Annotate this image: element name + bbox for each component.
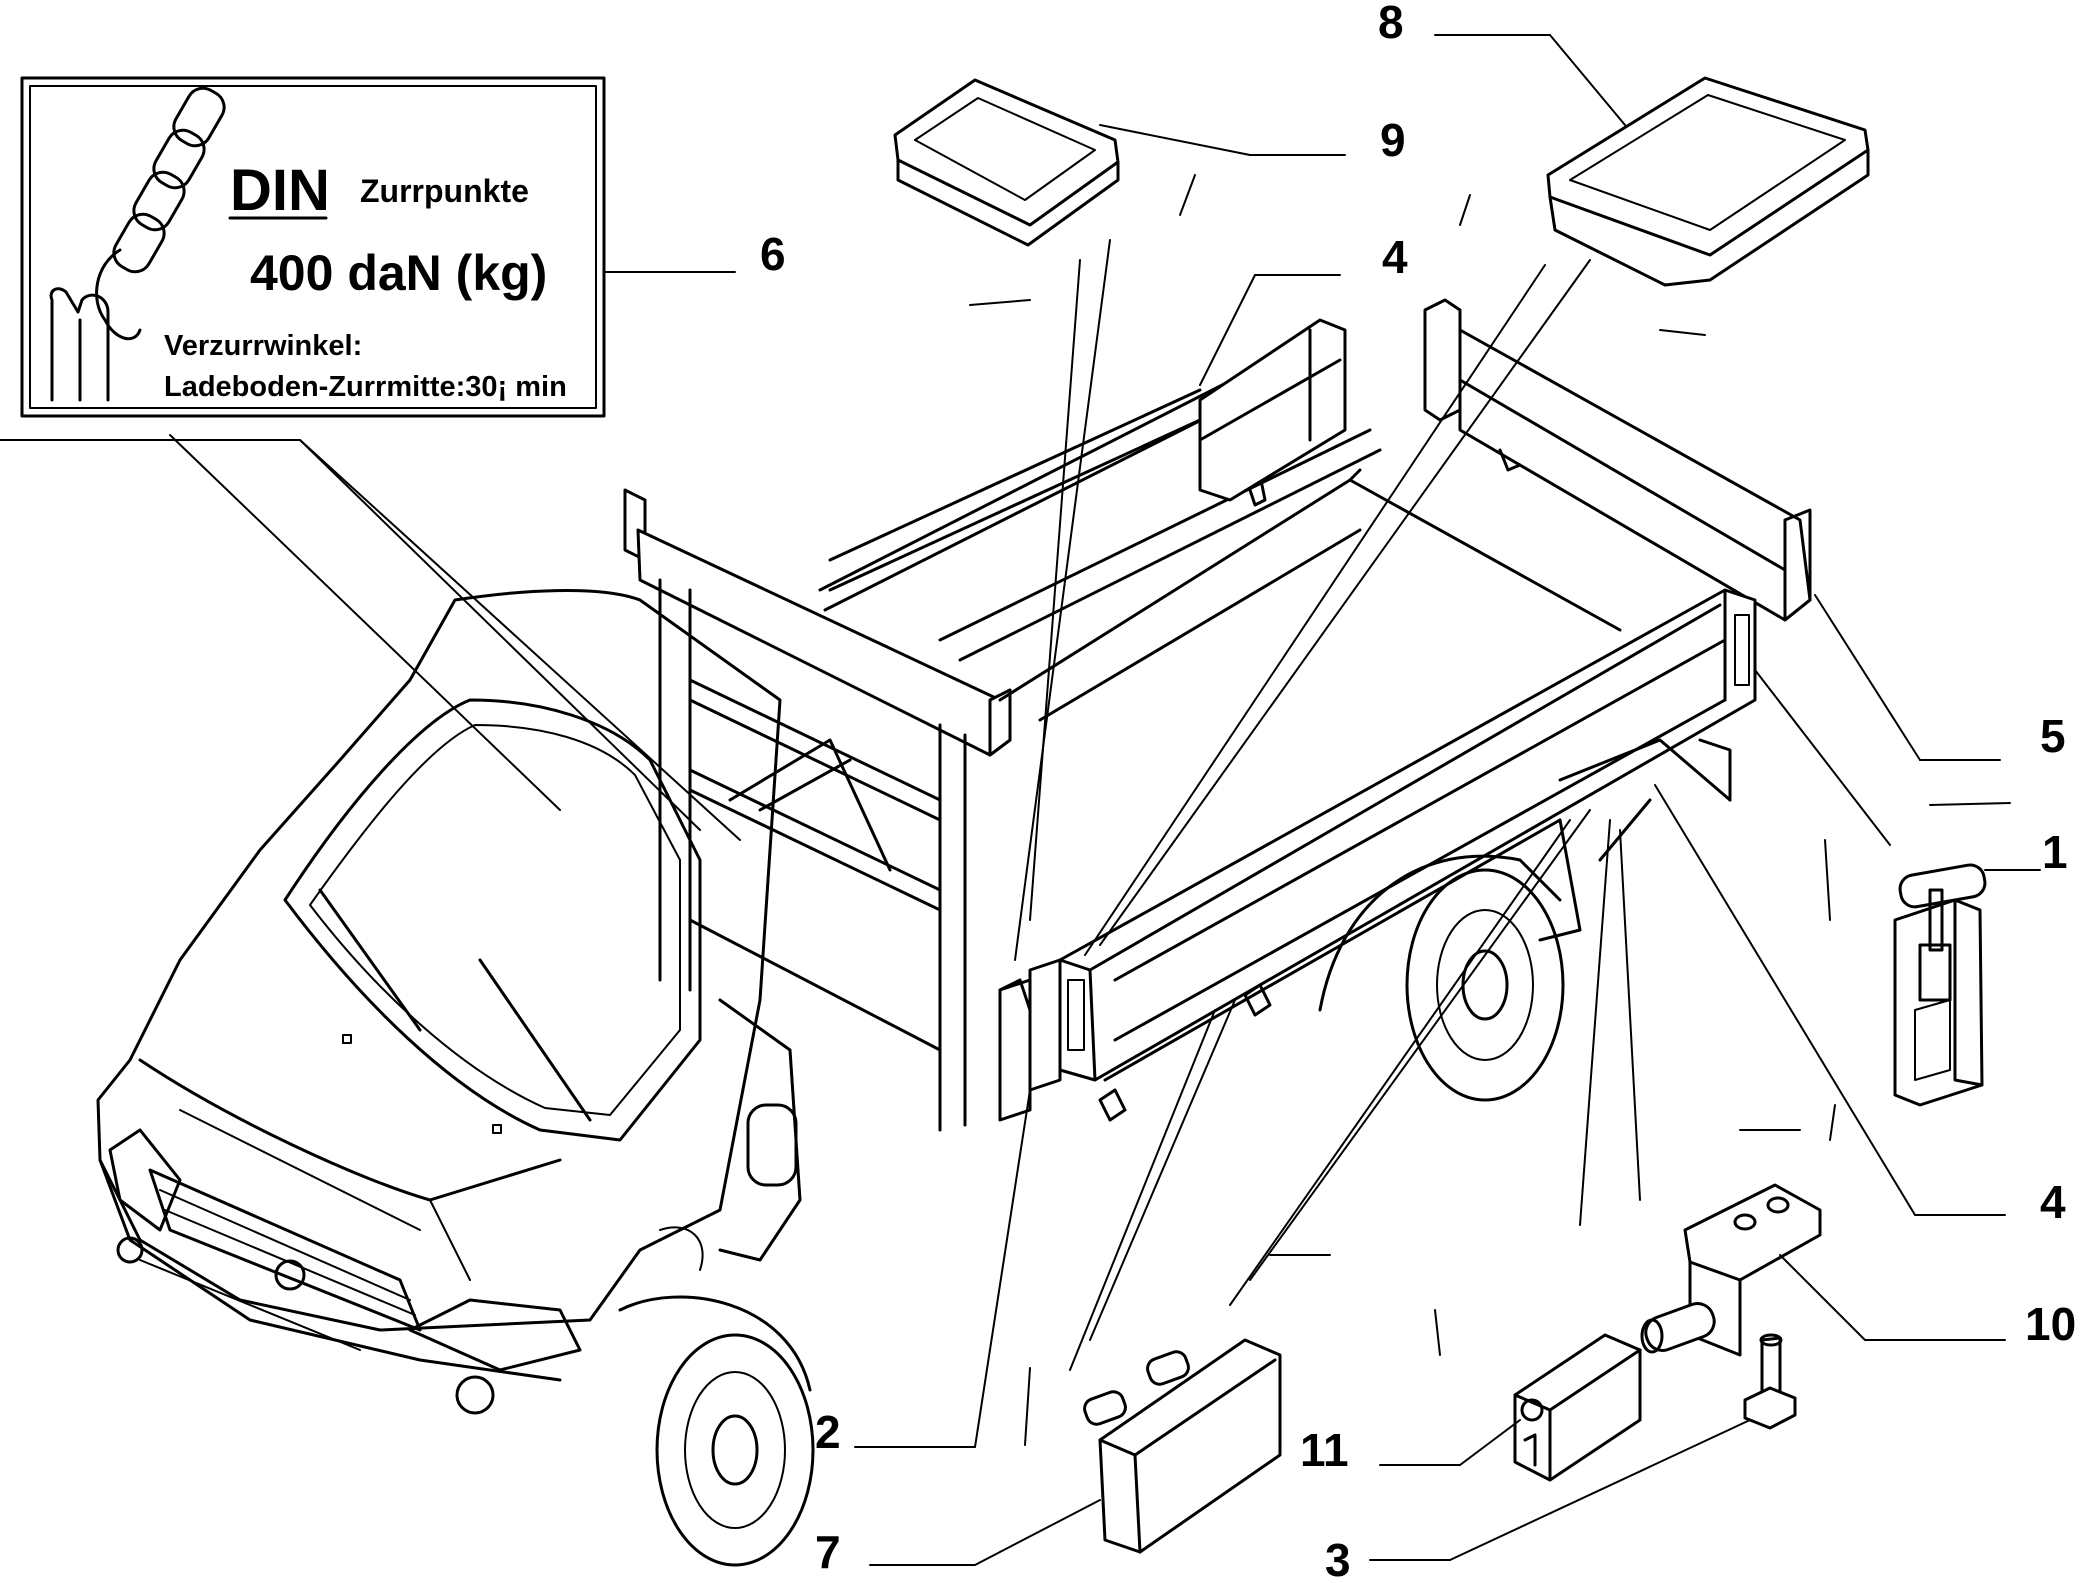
hinge-bracket-10 [1640,1183,1822,1357]
callout-4-lower: 4 [2040,1176,2066,1228]
side-board-upper [828,318,1347,592]
callout-6: 6 [760,228,786,280]
hinge-block-11 [1513,1333,1642,1482]
label-title-text: Zurrpunkte [360,173,529,209]
callout-1: 1 [2042,826,2068,878]
platform-floor [998,468,1622,722]
chain-hook-icon [49,86,226,402]
label-angle-value-text: Ladeboden-Zurrmitte:30¡ min [164,371,567,403]
label-din-text: DIN [230,158,330,223]
label-load-text: 400 daN (kg) [250,245,547,301]
callout-2: 2 [815,1406,841,1458]
callout-7: 7 [815,1526,841,1578]
rear-board [1423,298,1812,622]
headboard-frame [623,328,1382,1132]
chassis [998,738,1732,1122]
callout-9: 9 [1380,114,1406,166]
bolt-3 [1743,1333,1797,1430]
callout-8: 8 [1378,0,1404,48]
label-angle-text: Verzurrwinkel: [164,330,362,362]
callout-5: 5 [2040,710,2066,762]
marker-light-7 [1083,1338,1282,1554]
cover-plate-8 [1546,76,1870,287]
van-cab [96,589,815,1567]
leader-lines [0,34,2041,1566]
callout-4-upper: 4 [1382,231,1408,283]
callout-10: 10 [2025,1298,2076,1350]
latch-1 [1893,863,1987,1107]
callout-3: 3 [1325,1534,1351,1583]
callout-numbers: 8 9 6 4 5 1 4 10 2 11 7 3 [760,0,2076,1583]
callout-11: 11 [1300,1424,1349,1476]
cover-plate-9 [893,78,1120,247]
lashing-point-label: DIN Zurrpunkte 400 daN (kg) Verzurrwinke… [20,76,606,418]
